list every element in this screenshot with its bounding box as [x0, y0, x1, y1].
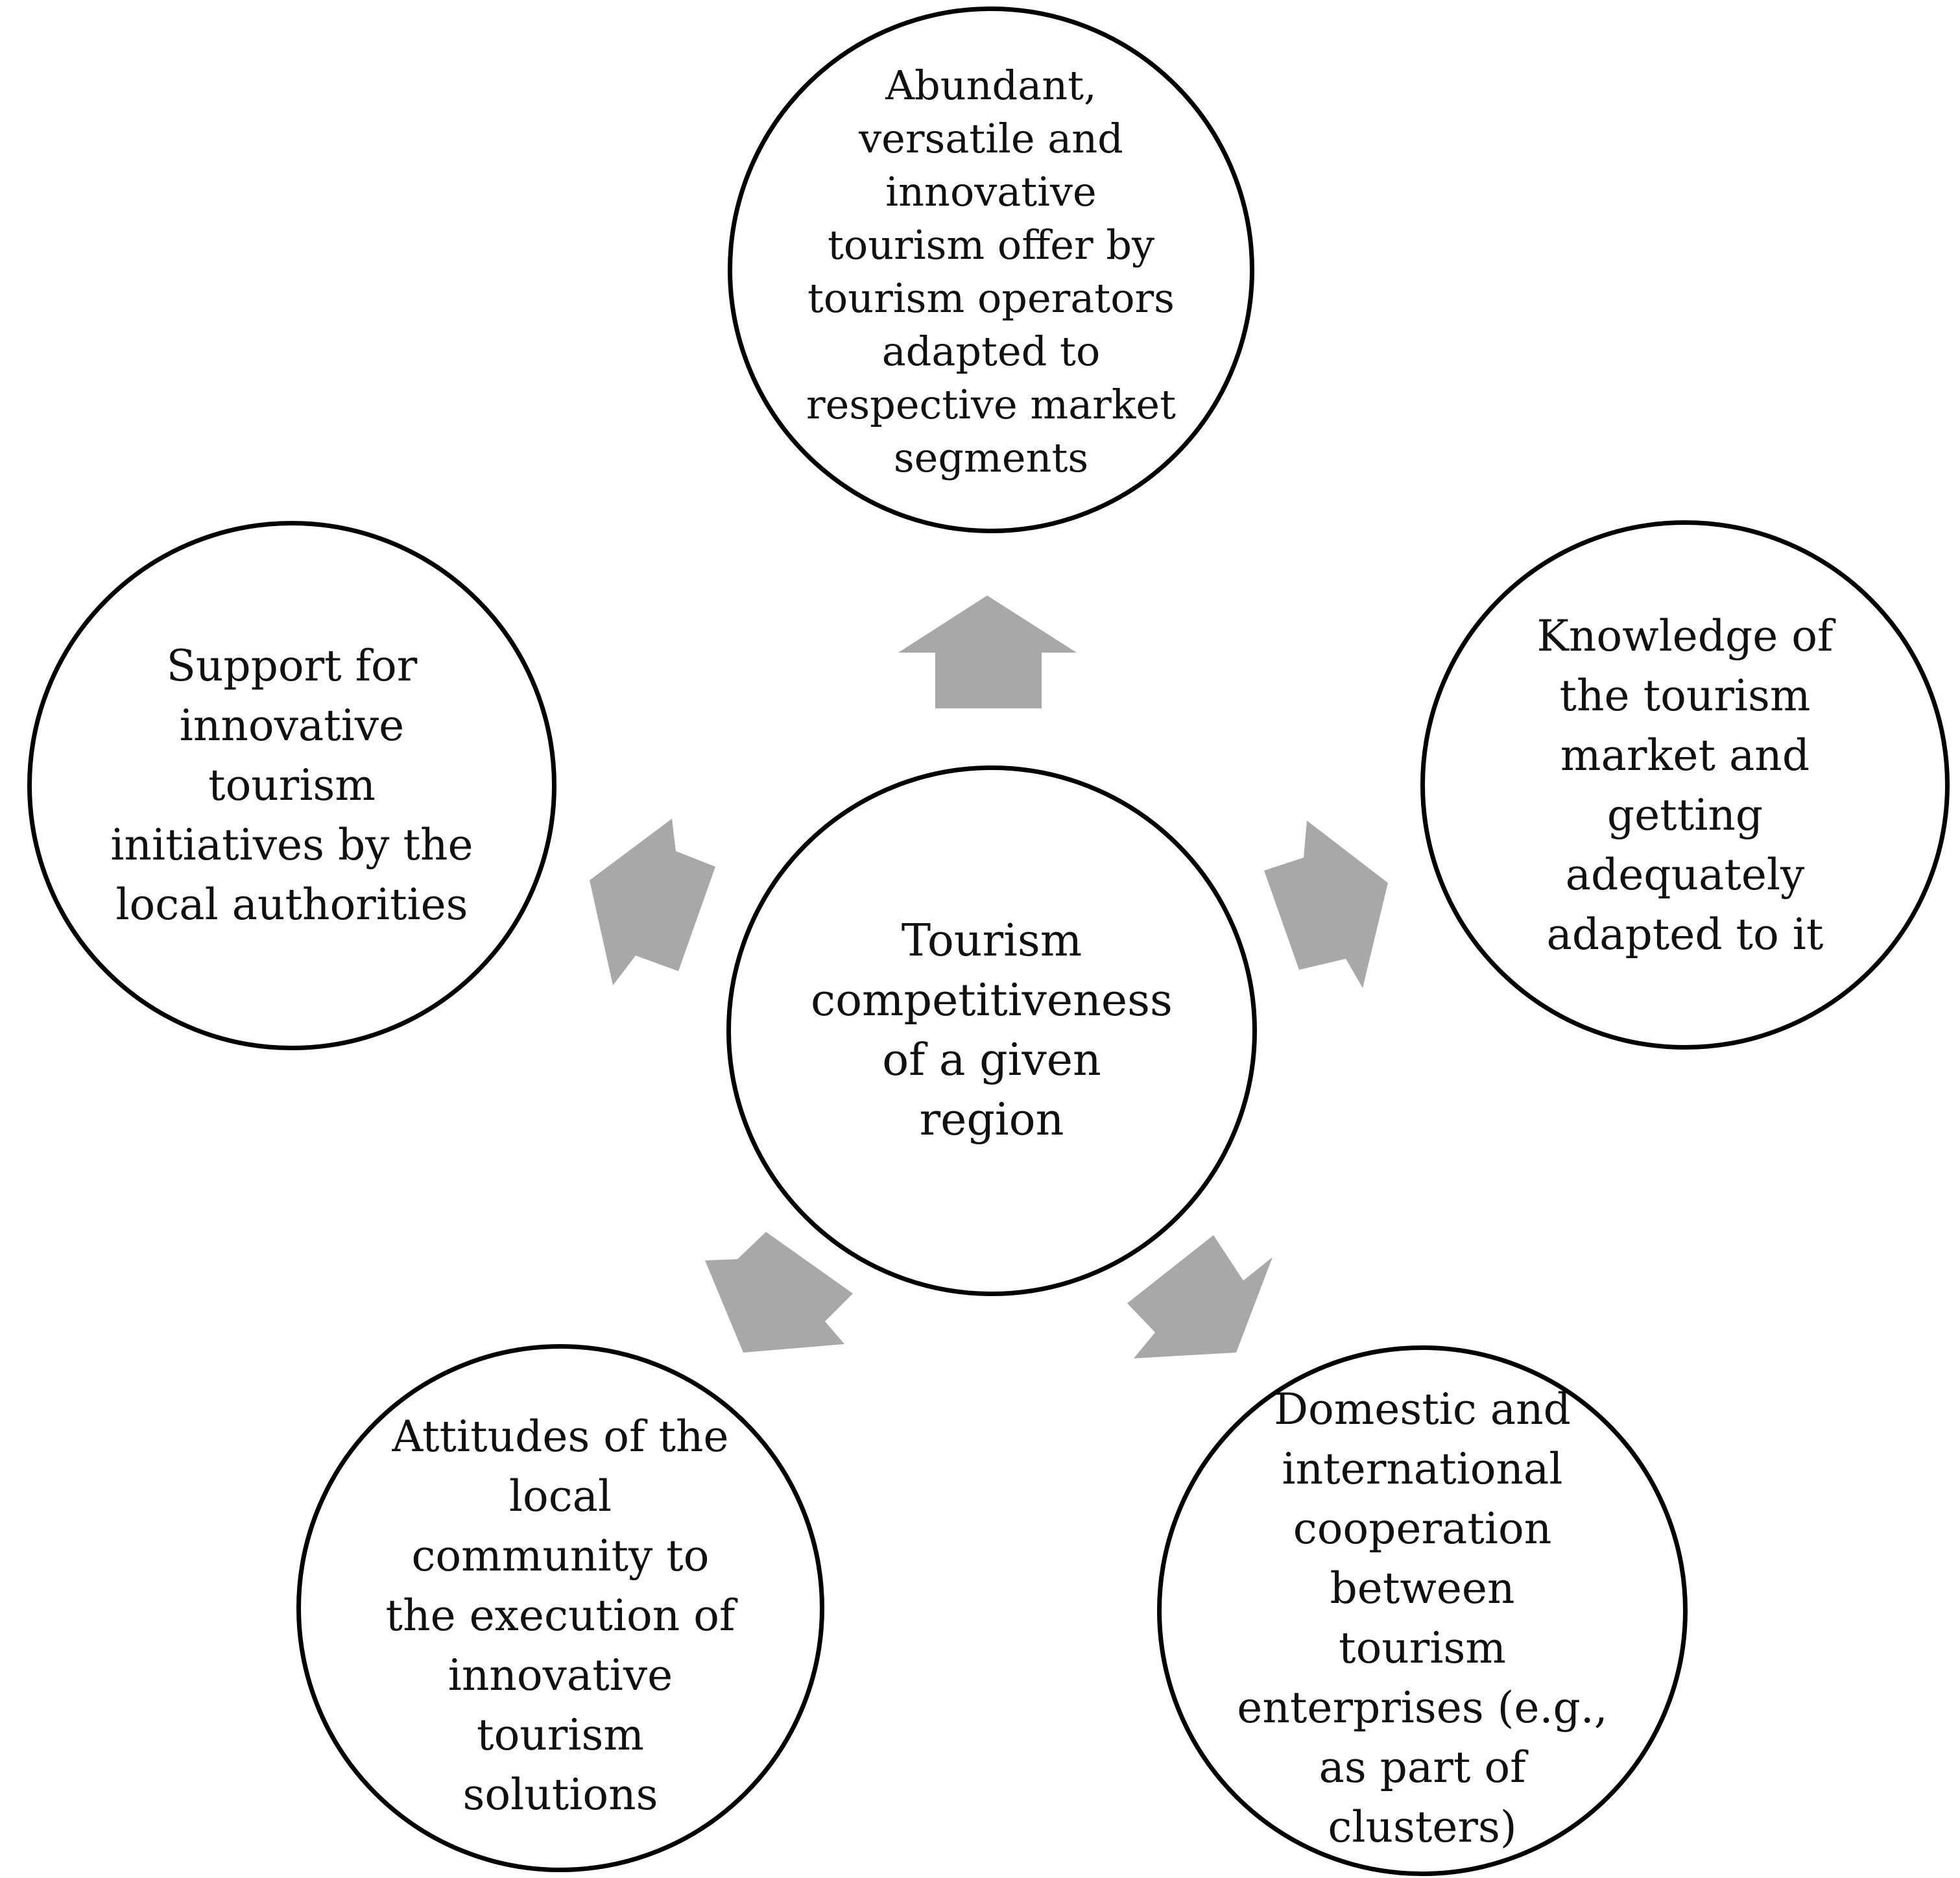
node-local-community-attitudes: Attitudes of the local community to the …	[296, 1344, 824, 1872]
node-tourism-offer: Abundant, versatile and innovative touri…	[728, 6, 1254, 533]
arrow-lower-left	[705, 1232, 853, 1353]
node-enterprise-cooperation-label: Domestic and international cooperation b…	[1237, 1384, 1608, 1852]
arrow-up	[898, 596, 1077, 708]
node-market-knowledge-label: Knowledge of the tourism market and gett…	[1536, 611, 1834, 959]
node-local-community-attitudes-label: Attitudes of the local community to the …	[385, 1412, 735, 1820]
node-local-authorities-support-label: Support for innovative tourism initiativ…	[110, 641, 473, 930]
node-local-authorities-support: Support for innovative tourism initiativ…	[27, 521, 556, 1050]
arrow-upper-right	[1264, 821, 1388, 988]
node-tourism-competitiveness: Tourism competitiveness of a given regio…	[726, 765, 1257, 1296]
node-enterprise-cooperation: Domestic and international cooperation b…	[1157, 1345, 1688, 1876]
node-tourism-competitiveness-label: Tourism competitiveness of a given regio…	[811, 915, 1173, 1146]
node-market-knowledge: Knowledge of the tourism market and gett…	[1420, 520, 1950, 1050]
arrow-upper-left	[590, 819, 715, 985]
node-tourism-offer-label: Abundant, versatile and innovative touri…	[806, 62, 1176, 481]
arrow-lower-right	[1127, 1235, 1273, 1358]
